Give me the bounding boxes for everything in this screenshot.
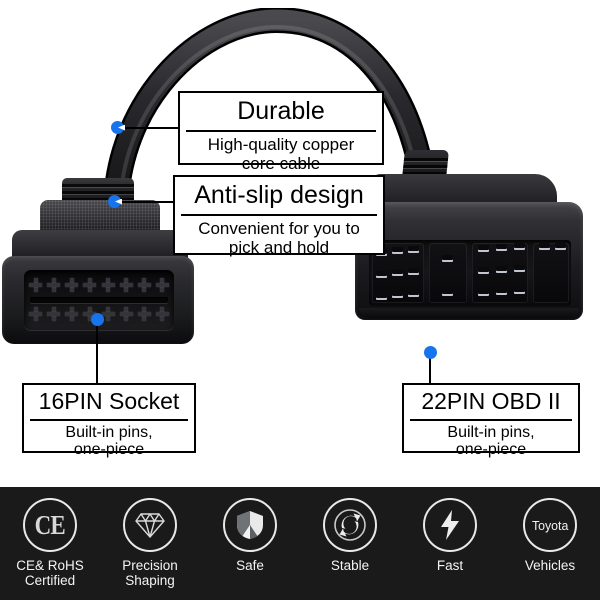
feature-label: Fast xyxy=(436,558,464,573)
toyota-brand-glyph: Toyota xyxy=(531,517,569,533)
pin-hole xyxy=(496,244,507,251)
pin-hole xyxy=(155,278,169,292)
leader-line-durable xyxy=(124,127,178,129)
callout-subtitle: High-quality copper core cable xyxy=(207,135,355,173)
pin-hole xyxy=(47,278,61,292)
feature-label: Safe xyxy=(236,558,264,573)
callout-title: Anti-slip design xyxy=(181,177,377,216)
pin-row-top xyxy=(29,275,169,295)
refresh-arrow-glyph xyxy=(334,509,366,541)
lightning-bolt-icon xyxy=(423,498,477,552)
pin-hole xyxy=(442,255,453,262)
pin-hole xyxy=(478,289,489,296)
pin-hole xyxy=(155,307,169,321)
feature-precision-shaping: Precision Shaping xyxy=(102,498,198,588)
product-photo: Durable High-quality copper core cable A… xyxy=(0,0,600,487)
callout-subtitle: Built-in pins, one-piece xyxy=(447,424,535,458)
shield-glyph xyxy=(237,511,263,539)
marker-dot-22pin xyxy=(424,346,437,359)
connector-16pin-socket xyxy=(0,178,200,363)
callout-16pin-socket: 16PIN Socket Built-in pins, one-piece xyxy=(22,383,196,458)
feature-vehicles: Toyota Vehicles xyxy=(502,498,598,573)
pin-hole xyxy=(408,290,419,297)
feature-label: Vehicles xyxy=(524,558,576,573)
callout-subtitle: Built-in pins, one-piece xyxy=(65,424,153,458)
pin-hole xyxy=(101,307,115,321)
pin-hole xyxy=(83,307,97,321)
diamond-glyph xyxy=(135,513,165,538)
toyota-brand-icon: Toyota xyxy=(523,498,577,552)
pin-block xyxy=(533,243,569,303)
callout-durable: Durable High-quality copper core cable xyxy=(178,91,384,173)
leader-line-22pin xyxy=(429,356,431,383)
leader-line-antislip xyxy=(121,201,173,203)
feature-label: Stable xyxy=(330,558,370,573)
pin-hole xyxy=(392,291,403,298)
refresh-arrow-icon xyxy=(323,498,377,552)
cable-arch xyxy=(102,8,440,238)
ce-mark-icon: CE xyxy=(23,498,77,552)
leader-line-16pin xyxy=(96,322,98,383)
connector-bottom-edge xyxy=(359,308,579,318)
diamond-icon xyxy=(123,498,177,552)
pin-hole xyxy=(496,266,507,273)
callout-title: 16PIN Socket xyxy=(30,385,188,421)
pin-hole xyxy=(478,245,489,252)
shield-icon xyxy=(223,498,277,552)
pin-hole xyxy=(29,278,42,292)
ce-mark-glyph: CE xyxy=(34,509,66,540)
pin-hole xyxy=(408,246,419,253)
callout-title: 22PIN OBD II xyxy=(410,385,572,421)
pin-hole xyxy=(65,278,79,292)
pin-hole xyxy=(478,267,489,274)
pin-block xyxy=(472,243,528,303)
marker-dot-durable xyxy=(111,121,124,134)
feature-fast: Fast xyxy=(402,498,498,573)
callout-subtitle: Convenient for you to pick and hold xyxy=(198,219,360,257)
pin-hole xyxy=(514,287,525,294)
pin-hole xyxy=(392,269,403,276)
pin-hole xyxy=(137,307,151,321)
pin-hole xyxy=(442,289,453,296)
callout-anti-slip: Anti-slip design Convenient for you to p… xyxy=(173,175,385,257)
pin-hole xyxy=(408,268,419,275)
connector-22pin-obd2 xyxy=(355,150,595,365)
pin-hole xyxy=(83,278,97,292)
pin-hole xyxy=(137,278,151,292)
marker-dot-antislip xyxy=(108,195,121,208)
pin-hole xyxy=(376,271,387,278)
feature-safe: Safe xyxy=(202,498,298,573)
pin-block xyxy=(429,243,467,303)
connector-body-left xyxy=(2,256,194,344)
pin-hole xyxy=(65,307,79,321)
pin-hole xyxy=(47,307,61,321)
pin-hole xyxy=(101,278,115,292)
lightning-bolt-glyph xyxy=(441,510,459,540)
connector-body-right xyxy=(355,202,583,320)
pin-hole xyxy=(29,307,42,321)
socket-divider-slot xyxy=(30,297,168,303)
callout-22pin-obd2: 22PIN OBD II Built-in pins, one-piece xyxy=(402,383,580,458)
feature-ce-rohs: CE CE& RoHS Certified xyxy=(2,498,98,588)
pin-hole xyxy=(555,243,566,250)
pin-hole xyxy=(514,243,525,250)
pin-hole xyxy=(539,243,550,250)
pin-face-22pin xyxy=(369,240,571,306)
pin-hole xyxy=(496,288,507,295)
pin-hole xyxy=(376,293,387,300)
pin-hole xyxy=(119,307,133,321)
callout-title: Durable xyxy=(186,93,376,132)
pin-row-bottom xyxy=(29,304,169,324)
feature-bar: CE CE& RoHS Certified Precision Shaping xyxy=(0,487,600,600)
feature-label: Precision Shaping xyxy=(122,558,178,588)
feature-stable: Stable xyxy=(302,498,398,573)
feature-label: CE& RoHS Certified xyxy=(16,558,84,588)
pin-hole xyxy=(119,278,133,292)
marker-dot-16pin xyxy=(91,313,104,326)
pin-hole xyxy=(514,265,525,272)
pin-hole xyxy=(392,247,403,254)
